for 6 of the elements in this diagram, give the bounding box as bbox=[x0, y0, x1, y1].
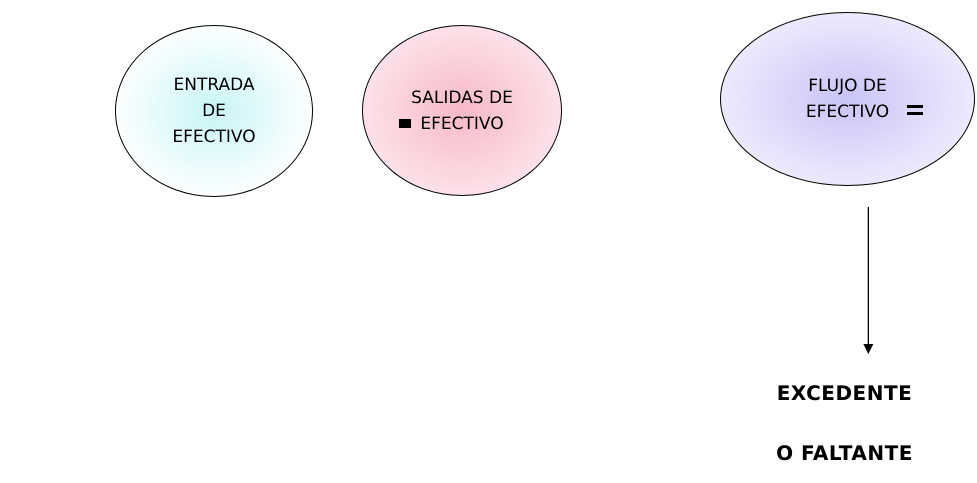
result-label: EXCEDENTE bbox=[776, 380, 912, 407]
arrow bbox=[863, 207, 874, 354]
node-label: ENTRADA DE EFECTIVO bbox=[171, 74, 257, 149]
node-label: SALIDAS DE EFECTIVO bbox=[410, 86, 514, 136]
result-label: O FALTANTE bbox=[776, 440, 913, 467]
node-label: FLUJO DE EFECTIVO bbox=[804, 75, 890, 124]
